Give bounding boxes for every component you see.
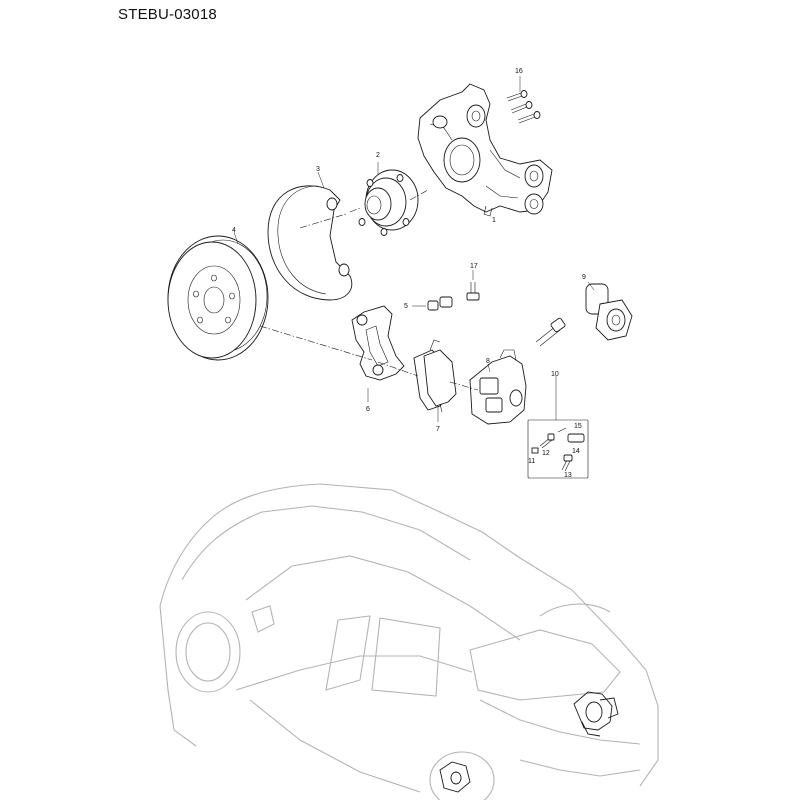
callout-9: 9 [582,274,586,281]
part-6-caliper-bracket [351,305,405,402]
callout-5: 5 [404,303,408,310]
vehicle-outline [159,483,659,800]
document-code: STEBU-03018 [118,6,217,23]
assembly-axis [259,189,479,391]
callout-14: 14 [572,448,580,455]
callout-1: 1 [492,217,496,224]
callout-4: 4 [232,227,236,234]
callout-6: 6 [366,406,370,413]
callout-7: 7 [436,426,440,433]
part-7-brake-pads [413,339,457,422]
callout-10: 10 [551,371,559,378]
vehicle-brake-highlight [439,691,619,793]
callout-3: 3 [316,166,320,173]
part-8-caliper [469,349,527,425]
callout-15: 15 [574,423,582,430]
callout-11: 11 [528,458,535,465]
callout-13: 13 [564,472,572,479]
part-15-pin [557,427,567,433]
part-11-cap [531,447,539,454]
part-4-brake-disc [167,231,269,361]
part-2-hub-bearing [358,162,419,236]
part-10-bleeder-screw [535,317,566,420]
part-16-bolts [506,76,541,124]
callout-16: 16 [515,68,523,75]
callout-8: 8 [486,358,490,365]
callout-17: 17 [470,263,478,270]
part-17-bolt [466,270,480,301]
callout-2: 2 [376,152,380,159]
part-5-guide-pin [412,296,453,311]
part-14-cover [567,433,585,443]
detail-box [527,419,589,479]
part-1-knuckle [417,83,553,217]
part-3-dust-shield [267,171,353,301]
callout-12: 12 [542,450,550,457]
part-9-epb-motor [585,281,633,341]
